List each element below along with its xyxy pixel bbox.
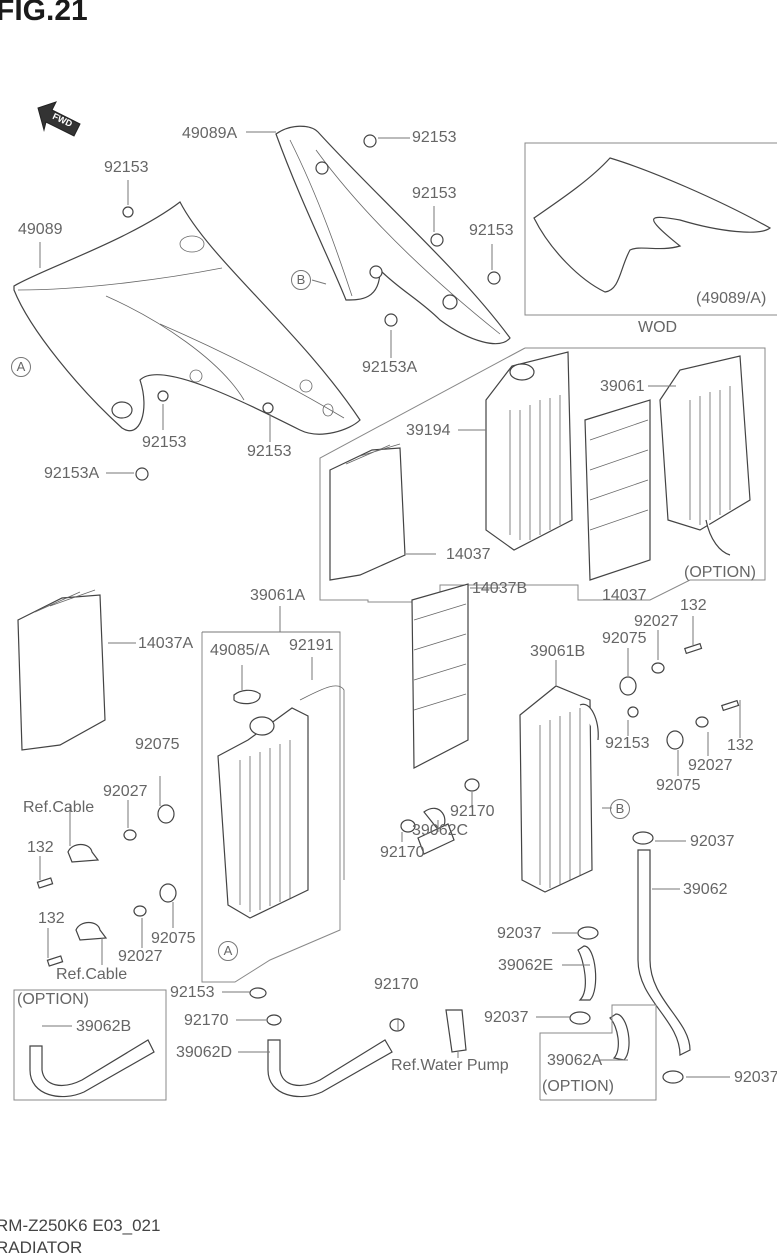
label-ref-cable-top: Ref.Cable bbox=[23, 799, 95, 816]
leader-lines bbox=[39, 131, 741, 1078]
label-92027-top: 92027 bbox=[634, 613, 679, 630]
radiator-39061a-drawing bbox=[217, 685, 345, 919]
shroud-left-drawing bbox=[13, 201, 361, 435]
label-wod-part-ref: (49089/A) bbox=[696, 290, 767, 307]
fastener-icons bbox=[36, 642, 740, 1084]
label-39062e: 39062E bbox=[498, 957, 554, 974]
label-92037-mid: 92037 bbox=[497, 925, 542, 942]
ref-mark-a-lower: A bbox=[218, 941, 238, 961]
label-49089a: 49089A bbox=[182, 125, 238, 142]
ref-mark-b: B bbox=[291, 270, 311, 290]
label-option-radiator: (OPTION) bbox=[684, 564, 756, 581]
label-39062c: 39062C bbox=[412, 822, 469, 839]
fwd-arrow-icon: FWD bbox=[37, 101, 81, 137]
guard-14037-mid-drawing bbox=[584, 399, 651, 581]
label-39061: 39061 bbox=[600, 378, 645, 395]
radiator-39061-drawing bbox=[659, 355, 751, 556]
label-92027-right: 92027 bbox=[688, 757, 733, 774]
radiator-39194-drawing bbox=[485, 351, 573, 551]
radiator-set-box bbox=[319, 347, 766, 603]
label-92153-shroud-low: 92153 bbox=[142, 434, 187, 451]
label-92170-bottom: 92170 bbox=[184, 1012, 229, 1029]
label-92037-bottom: 92037 bbox=[734, 1069, 777, 1086]
screw-icons bbox=[122, 134, 501, 481]
label-39061a: 39061A bbox=[250, 587, 306, 604]
label-92170-pump: 92170 bbox=[374, 976, 419, 993]
guard-14037a-drawing bbox=[17, 589, 106, 751]
label-39062: 39062 bbox=[683, 881, 728, 898]
label-14037a: 14037A bbox=[138, 635, 194, 652]
label-92037-top: 92037 bbox=[690, 833, 735, 850]
label-92075-left-top: 92075 bbox=[135, 736, 180, 753]
wod-box bbox=[524, 142, 777, 316]
label-92075-right: 92075 bbox=[656, 777, 701, 794]
label-132-left-top: 132 bbox=[27, 839, 54, 856]
label-92153-shroud-right-low: 92153 bbox=[247, 443, 292, 460]
radiator-39061b-drawing bbox=[519, 685, 599, 893]
ref-mark-b-lower: B bbox=[610, 799, 630, 819]
label-92153a-top: 92153A bbox=[362, 359, 418, 376]
label-option-39062b: (OPTION) bbox=[17, 991, 89, 1008]
label-92027-left-top: 92027 bbox=[103, 783, 148, 800]
label-92191: 92191 bbox=[289, 637, 334, 654]
label-132-top: 132 bbox=[680, 597, 707, 614]
figure-title: FIG.21 bbox=[0, 0, 88, 27]
section-name: RADIATOR bbox=[0, 1238, 83, 1257]
label-92153-right: 92153 bbox=[469, 222, 514, 239]
label-wod: WOD bbox=[638, 319, 678, 336]
label-14037b: 14037B bbox=[472, 580, 528, 597]
label-ref-water-pump: Ref.Water Pump bbox=[391, 1057, 509, 1074]
label-39062d: 39062D bbox=[176, 1044, 233, 1061]
ref-mark-a: A bbox=[11, 357, 31, 377]
option-box-39062a bbox=[539, 1004, 657, 1101]
label-49089: 49089 bbox=[18, 221, 63, 238]
label-49085a: 49085/A bbox=[210, 642, 270, 659]
model-code: RM-Z250K6 E03_021 bbox=[0, 1216, 161, 1235]
label-92153-right-radiator: 92153 bbox=[605, 735, 650, 752]
wod-shroud-drawing bbox=[533, 157, 772, 293]
label-92153-mid: 92153 bbox=[412, 185, 457, 202]
label-92153-bottom: 92153 bbox=[170, 984, 215, 1001]
label-14037-left: 14037 bbox=[446, 546, 491, 563]
label-39061b: 39061B bbox=[530, 643, 586, 660]
label-92075-left-bottom: 92075 bbox=[151, 930, 196, 947]
label-ref-cable-bottom: Ref.Cable bbox=[56, 966, 128, 983]
label-92170-left: 92170 bbox=[380, 844, 425, 861]
label-132-left-bottom: 132 bbox=[38, 910, 65, 927]
label-39062a: 39062A bbox=[547, 1052, 603, 1069]
label-132-right: 132 bbox=[727, 737, 754, 754]
label-92153-top: 92153 bbox=[412, 129, 457, 146]
label-92153-left: 92153 bbox=[104, 159, 149, 176]
label-92075-top: 92075 bbox=[602, 630, 647, 647]
label-92037-low: 92037 bbox=[484, 1009, 529, 1026]
label-92153a-bottom: 92153A bbox=[44, 465, 100, 482]
hose-drawings bbox=[29, 823, 691, 1098]
label-14037-mid: 14037 bbox=[602, 587, 647, 604]
label-39194: 39194 bbox=[406, 422, 451, 439]
label-92170-center: 92170 bbox=[450, 803, 495, 820]
shroud-right-drawing bbox=[275, 125, 511, 345]
guard-14037b-drawing bbox=[411, 583, 469, 769]
option-box-39062b bbox=[13, 989, 167, 1101]
label-92027-left-bottom: 92027 bbox=[118, 948, 163, 965]
guard-14037-left-drawing bbox=[329, 443, 406, 581]
label-option-39062a: (OPTION) bbox=[542, 1078, 614, 1095]
label-39062b: 39062B bbox=[76, 1018, 132, 1035]
